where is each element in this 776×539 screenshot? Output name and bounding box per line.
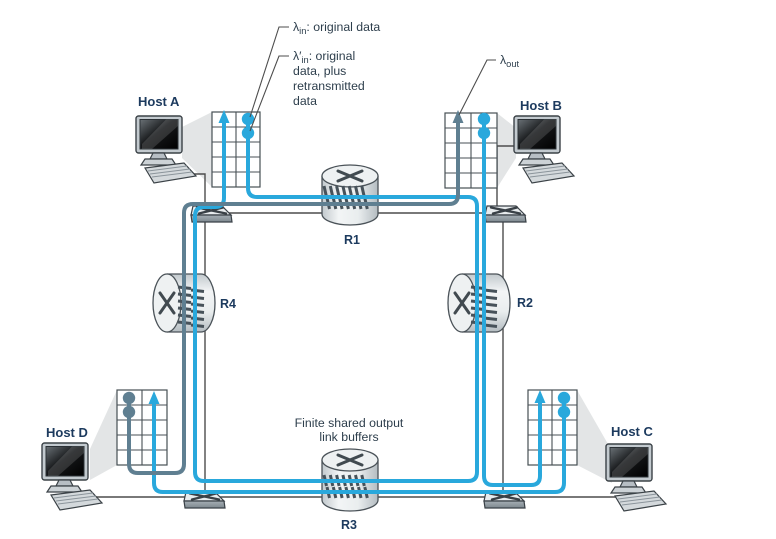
label-lambda-in-prime-l3: retransmitted	[293, 79, 365, 93]
label-buffer-caption-l1: Finite shared output	[295, 416, 404, 430]
packet-dots	[122, 112, 571, 419]
packet-dot	[241, 112, 255, 126]
leader-lambda-out	[458, 59, 496, 116]
packet-dot	[557, 405, 571, 419]
leader-lambda-in-prime	[249, 55, 289, 132]
router-r1	[321, 164, 379, 226]
packet-dot	[122, 405, 136, 419]
router-r3	[321, 448, 379, 512]
traffic-flows	[127, 110, 566, 494]
label-host-a: Host A	[138, 94, 180, 109]
leader-lambda-in	[249, 26, 289, 118]
label-host-d: Host D	[46, 425, 88, 440]
router-x-icon	[336, 169, 364, 183]
buffer-host-b	[444, 112, 498, 189]
switch-top-right	[483, 204, 528, 224]
beam-host-d	[90, 390, 117, 480]
flow-host-b-down-to-c	[482, 119, 542, 487]
label-lambda-in-prime: λ′in: original	[293, 49, 355, 65]
flow-host-c-across-to-d-arrowhead	[148, 391, 160, 404]
router-x-icon	[453, 291, 471, 315]
label-lambda-in: λin: original data	[293, 20, 380, 36]
flow-host-a-offered-load-arrowhead	[218, 110, 230, 123]
router-x-icon	[336, 453, 364, 467]
packet-dot	[122, 391, 136, 405]
flow-host-a-offered-load	[193, 118, 479, 483]
switch-bottom-right	[482, 490, 527, 510]
packet-dot	[241, 126, 255, 140]
label-r3: R3	[341, 518, 357, 532]
label-lambda-in-prime-l2: data, plus	[293, 64, 346, 78]
host-buffer-beams	[90, 112, 612, 483]
flow-host-c-across-to-d	[152, 398, 566, 494]
label-lambda-out: λout	[500, 53, 519, 69]
label-host-c: Host C	[611, 424, 654, 439]
flow-host-d-throughput-to-b	[127, 118, 460, 475]
beam-host-b	[497, 113, 516, 188]
label-host-b: Host B	[520, 98, 562, 113]
flow-host-d-throughput-to-b-arrowhead	[452, 110, 464, 123]
flow-host-b-down-to-c-arrowhead	[534, 390, 546, 403]
switch-bottom-left	[182, 490, 227, 510]
label-leaders	[249, 26, 496, 132]
computer-host-b	[513, 115, 575, 184]
packet-dot	[557, 391, 571, 405]
label-r4: R4	[220, 297, 236, 311]
computer-host-c	[605, 443, 667, 512]
beam-host-a	[182, 112, 212, 187]
packet-dot	[477, 112, 491, 126]
label-buffer-caption-l2: link buffers	[319, 430, 378, 444]
router-x-icon	[158, 291, 176, 315]
beam-host-c	[577, 390, 612, 483]
buffers	[116, 111, 578, 466]
packet-dot	[477, 126, 491, 140]
label-r1: R1	[344, 233, 360, 247]
labels: λin: original data λ′in: original data, …	[46, 20, 654, 532]
label-lambda-in-prime-l4: data	[293, 94, 317, 108]
label-r2: R2	[517, 296, 533, 310]
